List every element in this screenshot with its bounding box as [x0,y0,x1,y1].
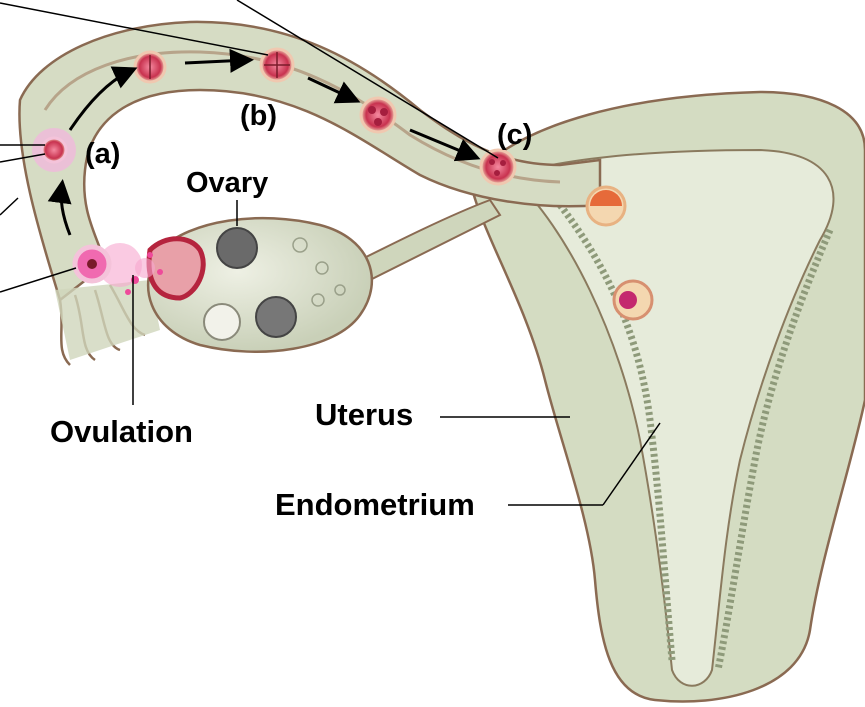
fimbriae-base [55,280,160,360]
fertilized-egg-a [32,128,76,172]
embryo-2-cell [135,52,165,82]
label-c: (c) [497,119,532,151]
ovary-follicle-1 [217,228,257,268]
implanting-blastocyst [614,281,652,319]
ovulated-egg [75,247,109,281]
label-a: (a) [85,138,120,170]
corpus-albicans [204,304,240,340]
embryo-4-cell [261,49,293,81]
morula [481,150,515,184]
ruptured-follicle [149,239,203,298]
label-uterus: Uterus [315,397,413,432]
blastocyst [587,187,625,225]
label-ovulation: Ovulation [50,414,193,449]
ovary-follicle-2 [256,297,296,337]
label-endometrium: Endometrium [275,487,475,522]
label-ovary: Ovary [186,167,268,199]
label-b: (b) [240,100,277,132]
leader-left-3 [0,198,18,215]
embryo-8-cell [361,98,395,132]
